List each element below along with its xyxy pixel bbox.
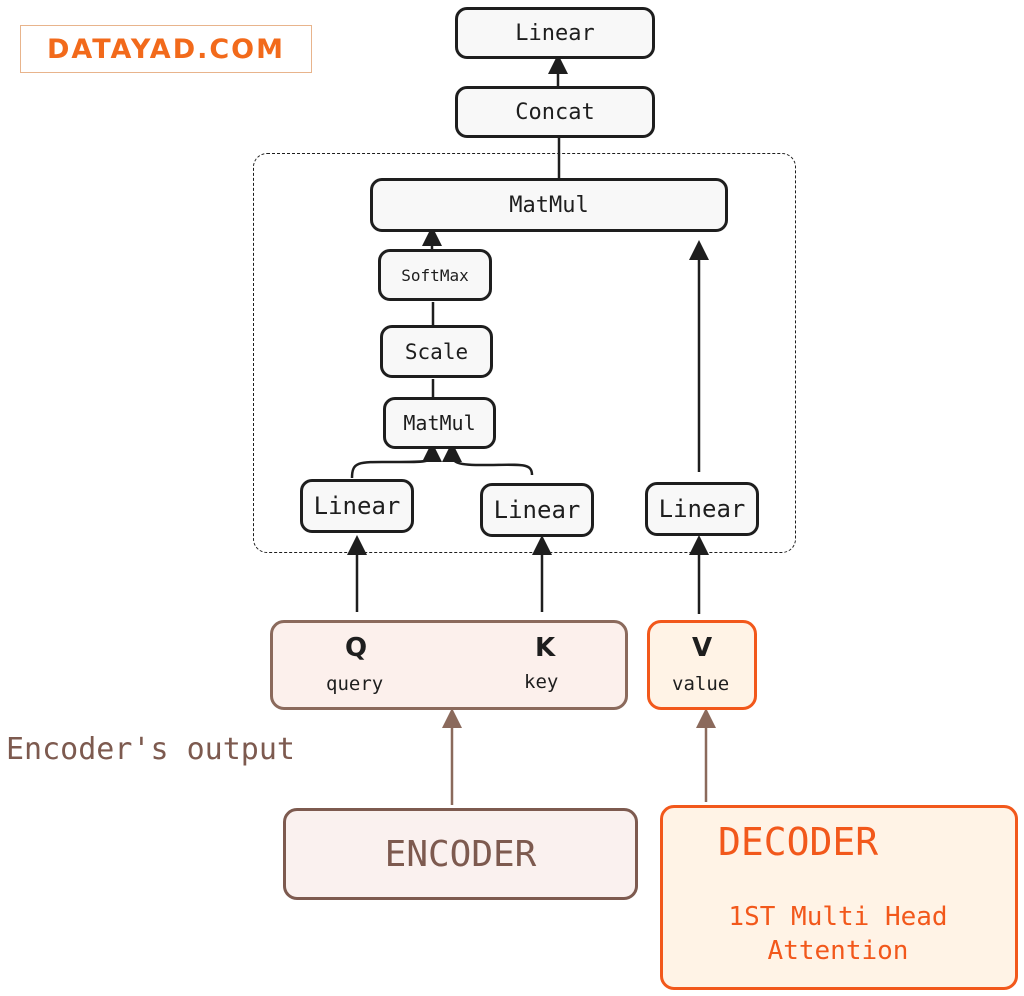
query-key-box: Q query K key [270, 620, 628, 710]
v-letter: V [692, 633, 713, 663]
value-label: value [672, 673, 730, 695]
linear-k-box: Linear [480, 483, 594, 537]
query-label: query [326, 673, 384, 695]
k-letter: K [535, 633, 556, 663]
decoder-box: DECODER 1ST Multi Head Attention [660, 805, 1018, 990]
attention-head-group [253, 153, 796, 553]
linear-output-box: Linear [455, 7, 655, 59]
decoder-title: DECODER [718, 820, 879, 864]
key-label: key [524, 671, 559, 693]
decoder-subtitle: 1ST Multi Head Attention [728, 902, 948, 966]
matmul-top-box: MatMul [370, 178, 728, 232]
q-letter: Q [345, 633, 368, 663]
encoder-box: ENCODER [283, 808, 638, 900]
concat-box: Concat [455, 86, 655, 138]
softmax-box: SoftMax [378, 249, 492, 301]
logo: DATAYAD.COM [20, 25, 312, 73]
scale-box: Scale [380, 325, 493, 378]
arrow-linear-k-to-matmul [442, 442, 534, 476]
encoder-output-label: Encoder's output [6, 732, 295, 767]
linear-v-box: Linear [645, 482, 759, 536]
value-box: V value [647, 620, 757, 710]
arrow-linear-q-to-matmul [350, 442, 442, 479]
matmul-bottom-box: MatMul [383, 397, 496, 449]
linear-q-box: Linear [300, 479, 414, 533]
